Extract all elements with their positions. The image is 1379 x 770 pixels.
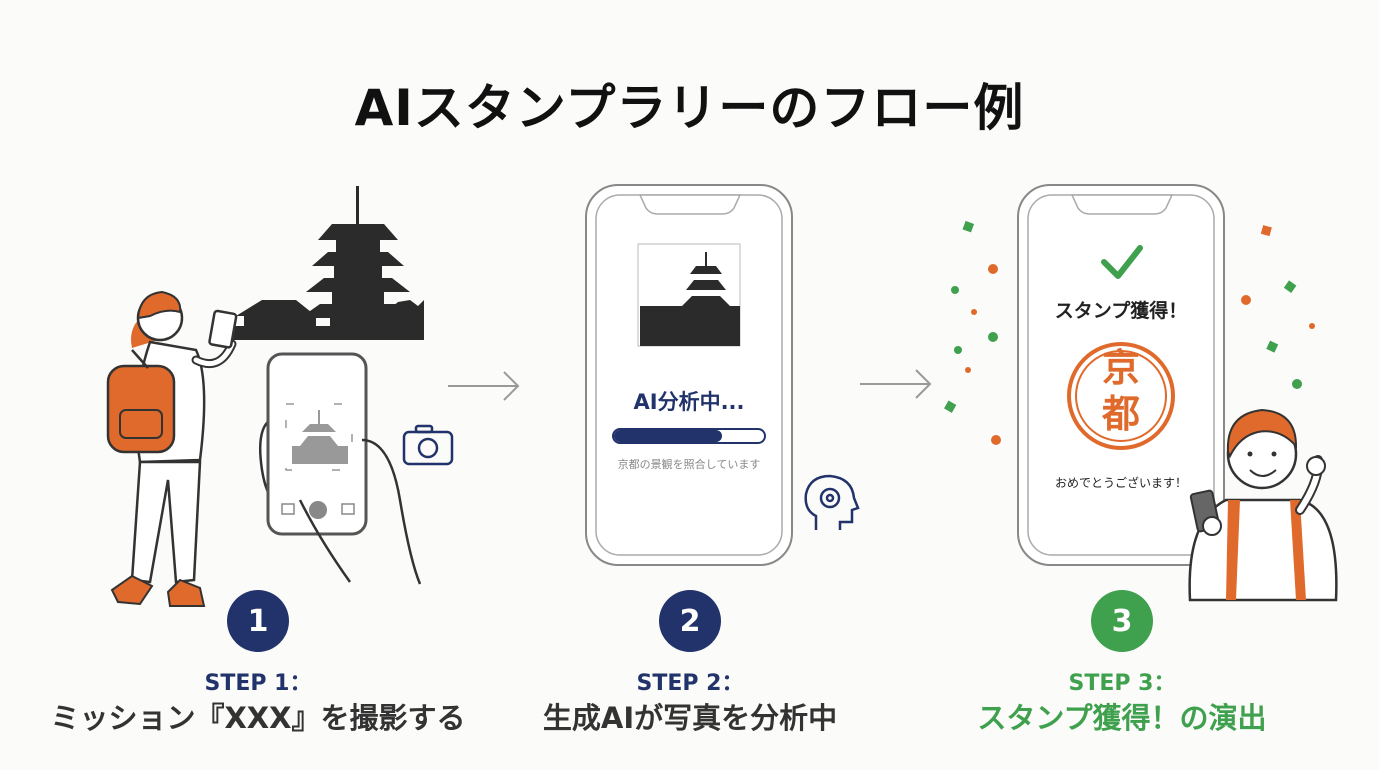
camera-icon: [402, 424, 454, 466]
step-3-label: STEP 3：: [1068, 671, 1176, 696]
check-icon: [1101, 245, 1143, 279]
stamp-heading: スタンプ獲得！: [1054, 300, 1188, 322]
step-1-label: STEP 1：: [204, 671, 312, 696]
analysis-status: AI分析中...: [633, 390, 745, 414]
step-2-badge: 2: [659, 590, 721, 652]
step-1-description: ミッション『XXX』を撮影する: [50, 701, 466, 735]
camera-phone-illustration: [259, 352, 422, 585]
stamp-char-top: 京: [1101, 346, 1140, 390]
step-2-label: STEP 2：: [636, 671, 744, 696]
confetti: [944, 220, 1315, 445]
progress-bar: [612, 428, 766, 444]
ai-gear-head-icon: [804, 474, 860, 530]
happy-person-illustration: [1188, 408, 1338, 602]
page-title: AIスタンプラリーのフロー例: [354, 79, 1025, 137]
kyoto-stamp: [1067, 342, 1175, 450]
analysis-subtext: 京都の景観を照合しています: [617, 458, 761, 471]
stamp-phone: [1017, 184, 1225, 566]
traveler-illustration: [106, 290, 238, 607]
stamp-char-bottom: 都: [1101, 392, 1140, 436]
step-1-badge: 1: [227, 590, 289, 652]
arrow-right-icon: [448, 371, 520, 401]
congrats-message: おめでとうございます！: [1054, 476, 1187, 490]
step-3-badge: 3: [1091, 590, 1153, 652]
analysis-phone: [585, 184, 793, 566]
arrow-right-icon: [860, 369, 932, 399]
step-2-description: 生成AIが写真を分析中: [542, 701, 838, 735]
step-3-description: スタンプ獲得！の演出: [977, 701, 1267, 735]
pagoda-icon: [230, 186, 424, 340]
